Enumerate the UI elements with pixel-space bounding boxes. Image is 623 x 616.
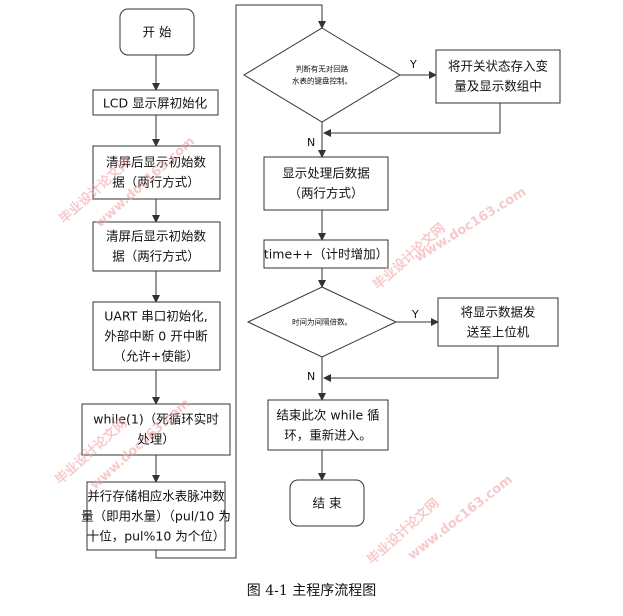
while-loop-node (81, 403, 231, 456)
end-loop-text-line-1: 结束此次 while 循 (276, 408, 379, 423)
send-data-node (437, 297, 559, 347)
lcd-init-text-line-1: LCD 显示屏初始化 (103, 96, 208, 111)
send-text-line-2: 送至上位机 (467, 325, 530, 340)
save-state-node (435, 49, 561, 104)
end-loop-text-line-2: 环，重新进入。 (284, 428, 372, 443)
send-text-line-1: 将显示数据发 (460, 305, 536, 320)
interval-no-label: N (307, 370, 315, 383)
lcd-init-node (92, 89, 219, 116)
clear2-text-line-1: 清屏后显示初始数 (106, 229, 207, 244)
edge-send-back (323, 346, 499, 382)
uart-init-node (92, 301, 221, 371)
clear1-text-line-2: 据（两行方式） (112, 175, 200, 190)
show-processed-text-line-2: （两行方式） (288, 186, 363, 201)
edges (152, 4, 501, 559)
save-state-text-line-2: 量及显示数组中 (454, 79, 542, 94)
end-text-line-1: 结 束 (313, 496, 342, 511)
interval-yes-label: Y (411, 308, 419, 321)
end-node (289, 479, 365, 527)
edge-store-judge (155, 4, 326, 559)
store-text-line-1: 并行存储相应水表脉冲数 (87, 489, 225, 504)
uart-text-line-1: UART 串口初始化, (104, 309, 208, 324)
judge-yes-label: Y (409, 58, 417, 71)
watermark-url-3: www.doc163.com (412, 185, 529, 266)
while-text-line-2: 处理） (137, 432, 175, 447)
clear-display-node-2 (92, 221, 221, 272)
clear1-text-line-1: 清屏后显示初始数 (106, 155, 207, 170)
uart-text-line-2: 外部中断 0 开中断 (104, 329, 207, 344)
start-node (119, 8, 195, 56)
uart-text-line-3: （允许+使能） (113, 349, 198, 364)
figure-caption: 图 4-1 主程序流程图 (246, 583, 377, 599)
edge-save-back (323, 103, 501, 137)
clear-display-node-1 (92, 145, 221, 200)
judge-no-label: N (307, 136, 315, 149)
time-increment-node (263, 239, 389, 269)
judge-text-line-2: 水表的键盘控制。 (292, 76, 352, 86)
start-text-line-1: 开 始 (143, 25, 172, 40)
while-text-line-1: while(1)（死循环实时 (93, 412, 219, 427)
show-processed-text-line-1: 显示处理后数据 (282, 166, 370, 181)
store-text-line-3: 十位，pul%10 为个位） (87, 529, 226, 544)
end-loop-node (267, 399, 389, 451)
clear2-text-line-2: 据（两行方式） (112, 249, 200, 264)
interval-diamond (246, 286, 398, 358)
judge-diamond (243, 27, 401, 123)
store-pulse-node (86, 481, 226, 551)
save-state-text-line-1: 将开关状态存入变 (448, 59, 548, 74)
store-text-line-2: 量（即用水量）（pul/10 为 (81, 509, 231, 524)
time-inc-text-line-1: time++（计时增加） (264, 247, 388, 262)
interval-text-line-1: 时间为间隔倍数。 (292, 317, 352, 327)
judge-text-line-1: 判断有无对回路 (296, 64, 349, 74)
show-processed-node (263, 156, 389, 211)
